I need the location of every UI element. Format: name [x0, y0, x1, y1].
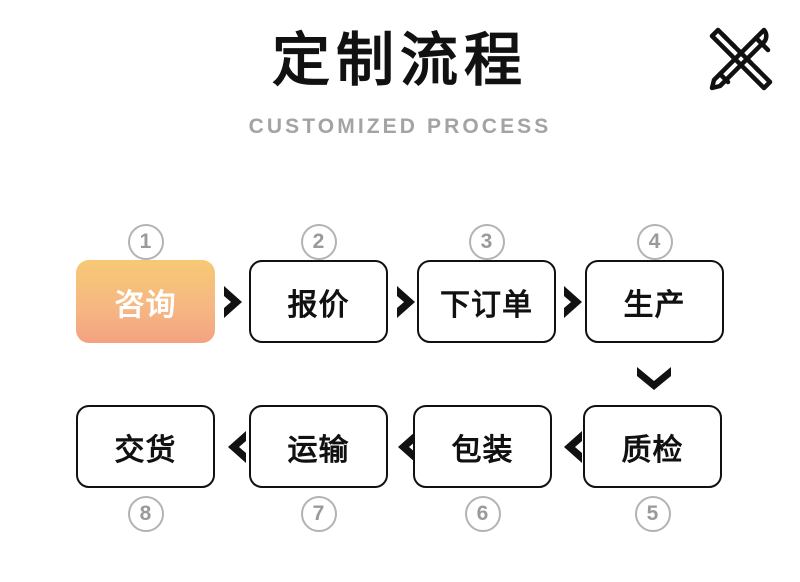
page-subtitle: CUSTOMIZED PROCESS — [248, 115, 552, 138]
step-box[interactable]: 生产 — [585, 260, 724, 343]
chevron-left-icon — [220, 429, 250, 465]
flow-step-3[interactable]: 3 下订单 — [417, 210, 556, 360]
flow-step-4[interactable]: 4 生产 — [585, 210, 724, 360]
step-box[interactable]: 下订单 — [417, 260, 556, 343]
chevron-right-icon — [560, 284, 590, 320]
step-number-badge: 6 — [464, 496, 501, 532]
step-number-badge: 2 — [300, 224, 337, 260]
step-number-badge: 8 — [127, 496, 164, 532]
chevron-down-icon — [635, 365, 673, 391]
process-flow: 1 咨询 2 报价 3 下订单 4 生产 — [0, 200, 800, 560]
flow-step-2[interactable]: 2 报价 — [249, 210, 388, 360]
chevron-right-icon — [393, 284, 423, 320]
step-box[interactable]: 运输 — [249, 405, 388, 488]
step-box[interactable]: 包装 — [413, 405, 552, 488]
flow-row-2: 交货 8 运输 7 包装 6 质检 5 — [0, 400, 800, 550]
step-box[interactable]: 质检 — [583, 405, 722, 488]
chevron-left-icon — [556, 429, 586, 465]
flow-step-1[interactable]: 1 咨询 — [76, 210, 215, 360]
flow-row-1: 1 咨询 2 报价 3 下订单 4 生产 — [0, 210, 800, 390]
step-number-badge: 3 — [468, 224, 505, 260]
step-number-badge: 1 — [127, 224, 164, 260]
page-header: 定制流程 CUSTOMIZED PROCESS — [0, 0, 800, 170]
page-title: 定制流程 — [271, 26, 528, 94]
flow-step-7[interactable]: 运输 7 — [249, 400, 388, 550]
flow-step-6[interactable]: 包装 6 — [413, 400, 552, 550]
chevron-left-icon — [390, 429, 420, 465]
step-box[interactable]: 咨询 — [76, 260, 215, 343]
step-box[interactable]: 交货 — [76, 405, 215, 488]
chevron-right-icon — [220, 284, 250, 320]
step-number-badge: 7 — [300, 496, 337, 532]
step-number-badge: 5 — [634, 496, 671, 532]
step-box[interactable]: 报价 — [249, 260, 388, 343]
flow-step-8[interactable]: 交货 8 — [76, 400, 215, 550]
pencil-ruler-icon — [690, 8, 786, 104]
step-number-badge: 4 — [636, 224, 673, 260]
flow-step-5[interactable]: 质检 5 — [583, 400, 722, 550]
